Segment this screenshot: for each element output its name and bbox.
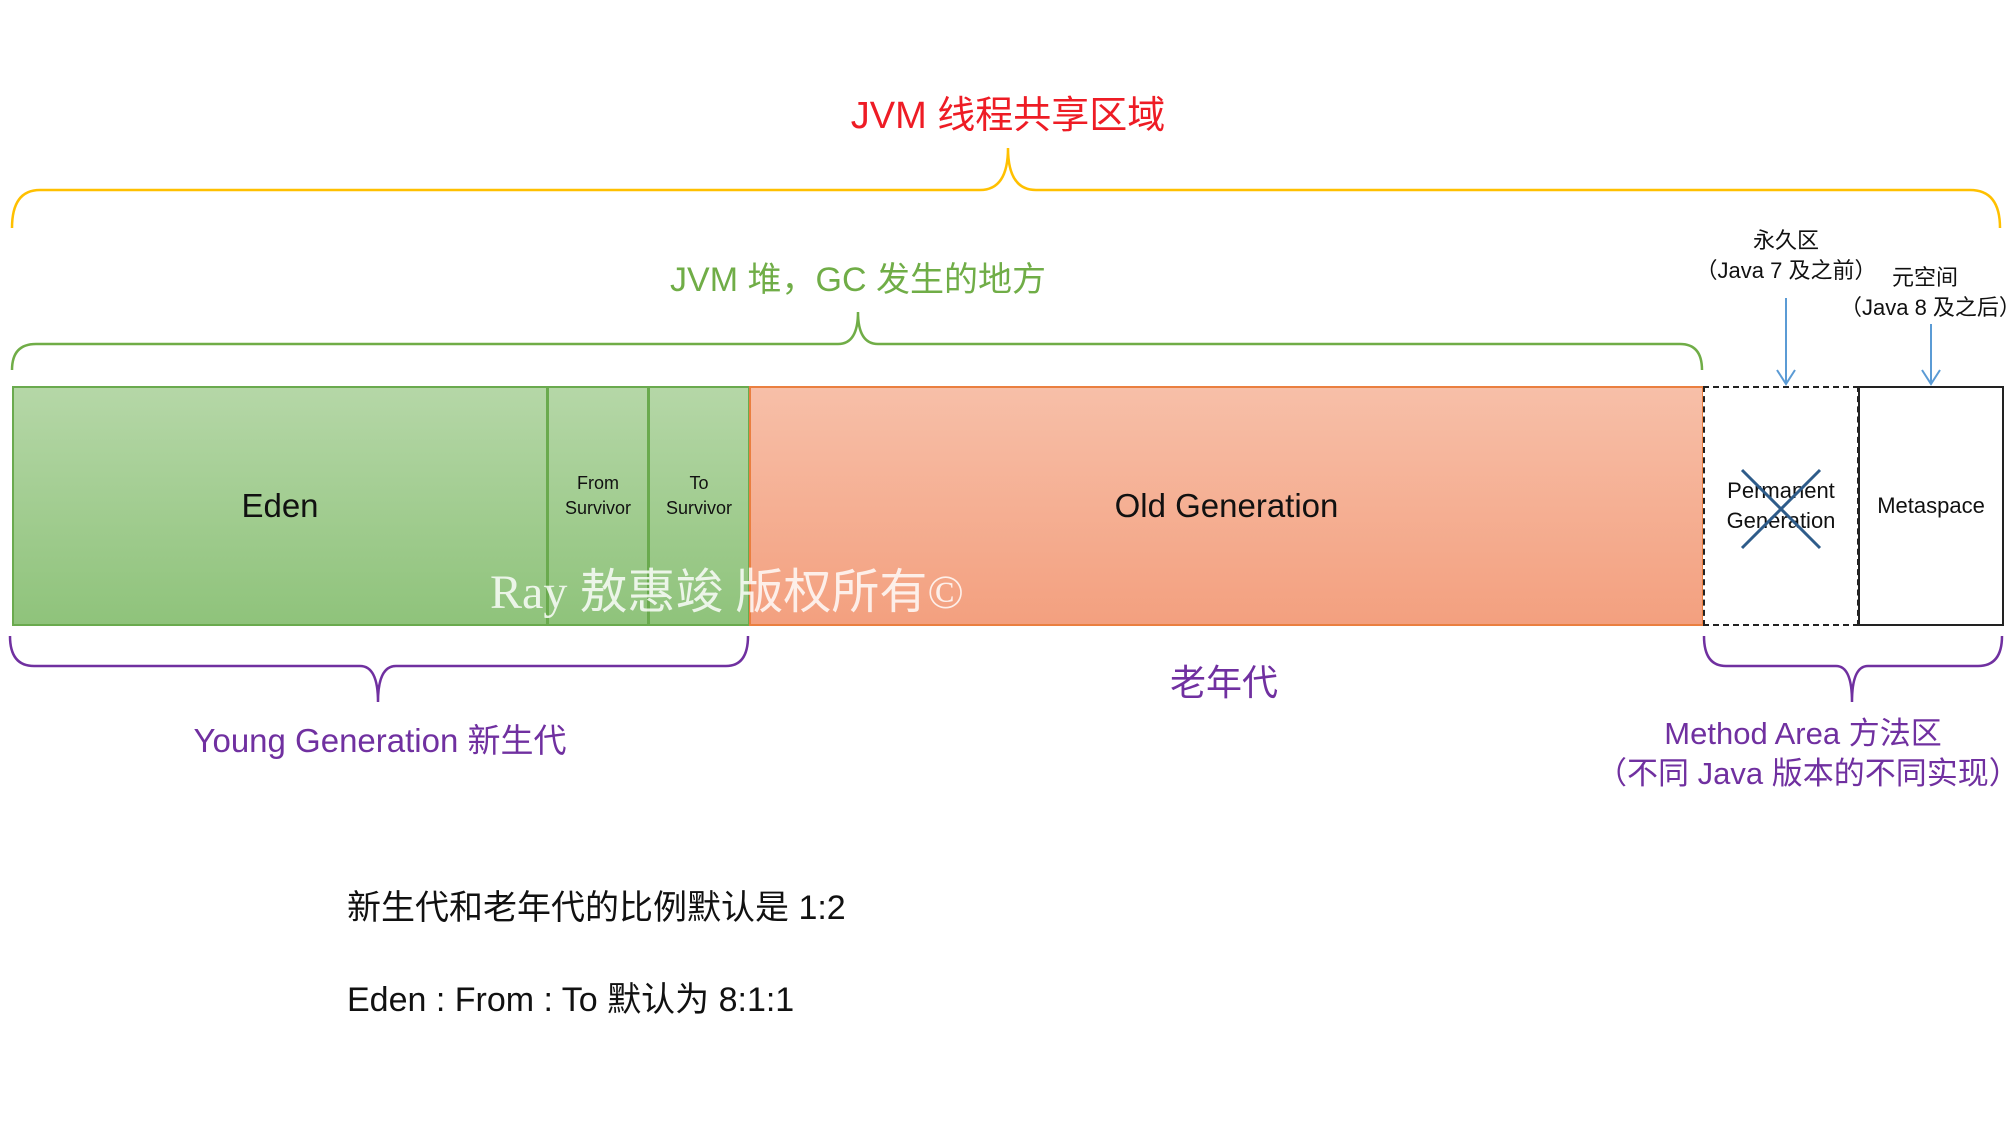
to-survivor-label-line2: Survivor — [665, 498, 732, 518]
metaspace-block: Metaspace — [1858, 386, 2004, 626]
permanent-callout-line2: （Java 7 及之前） — [1695, 258, 1877, 283]
eden-block: Eden — [12, 386, 548, 626]
permanent-label-line1: Permanent — [1727, 478, 1835, 503]
metaspace-callout-line1: 元空间 — [1891, 265, 1958, 290]
from-survivor-block: From Survivor — [547, 386, 649, 626]
copyright-watermark: Ray 敖惠竣 版权所有© — [490, 566, 964, 619]
permanent-callout-arrow — [1776, 298, 1796, 386]
young-generation-bracket — [8, 635, 750, 703]
permanent-callout: 永久区 （Java 7 及之前） — [1676, 226, 1896, 286]
eden-survivor-ratio-note: Eden : From : To 默认为 8:1:1 — [347, 981, 795, 1019]
to-survivor-label-line1: To — [689, 473, 709, 493]
young-old-ratio-note: 新生代和老年代的比例默认是 1:2 — [347, 889, 846, 927]
from-survivor-label-line1: From — [576, 473, 619, 493]
deprecated-cross-icon — [1740, 468, 1822, 550]
old-generation-cn-label: 老年代 — [1169, 662, 1278, 703]
method-area-label-line2: （不同 Java 版本的不同实现） — [1596, 756, 2010, 791]
permanent-generation-block: Permanent Generation — [1703, 386, 1859, 626]
from-survivor-label-line2: Survivor — [564, 498, 631, 518]
to-survivor-block: To Survivor — [648, 386, 750, 626]
permanent-callout-line1: 永久区 — [1752, 228, 1819, 253]
heap-bracket — [10, 311, 1704, 371]
metaspace-label: Metaspace — [1877, 493, 1985, 518]
shared-region-bracket — [10, 147, 2002, 229]
shared-region-label: JVM 线程共享区域 — [850, 95, 1166, 137]
old-generation-block: Old Generation — [749, 386, 1704, 626]
metaspace-callout: 元空间 （Java 8 及之后） — [1840, 263, 2010, 323]
metaspace-callout-line2: （Java 8 及之后） — [1840, 295, 2010, 320]
eden-label: Eden — [241, 487, 319, 524]
heap-label: JVM 堆，GC 发生的地方 — [670, 261, 1046, 299]
method-area-label: Method Area 方法区 （不同 Java 版本的不同实现） — [1596, 714, 2010, 794]
metaspace-callout-arrow — [1921, 324, 1941, 386]
method-area-label-line1: Method Area 方法区 — [1664, 716, 1942, 751]
young-generation-label: Young Generation 新生代 — [193, 722, 567, 759]
permanent-label-line2: Generation — [1726, 508, 1836, 533]
old-generation-label: Old Generation — [1114, 487, 1339, 524]
method-area-bracket — [1702, 635, 2004, 703]
